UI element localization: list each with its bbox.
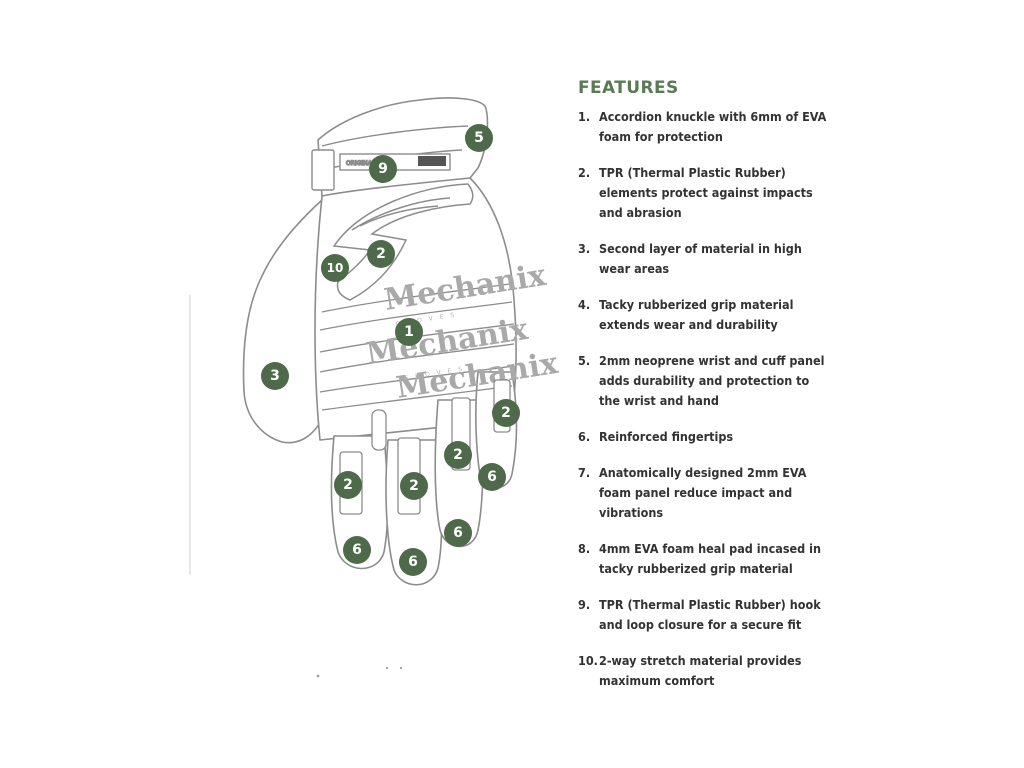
- feature-text: 2-way stretch material provides maximum …: [599, 653, 802, 688]
- features-list: 1. Accordion knuckle with 6mm of EVA foam…: [578, 107, 828, 691]
- feature-item-8: 8. 4mm EVA foam heal pad incased in tacky…: [578, 539, 828, 579]
- callout-2-middle: 2: [444, 441, 472, 469]
- svg-text:6: 6: [408, 554, 418, 570]
- callout-1: 1: [395, 318, 423, 346]
- feature-item-4: 4. Tacky rubberized grip material extends…: [578, 295, 828, 335]
- svg-text:2: 2: [409, 478, 419, 494]
- svg-text:3: 3: [270, 368, 280, 384]
- knuckle-ribs: [319, 283, 515, 411]
- feature-text: TPR (Thermal Plastic Rubber) hook and lo…: [599, 597, 821, 632]
- feature-number: 9.: [578, 597, 591, 612]
- callout-6-pinky: 6: [343, 536, 371, 564]
- feature-number: 1.: [578, 109, 591, 124]
- callout-6-middle: 6: [444, 519, 472, 547]
- feature-text: Reinforced fingertips: [599, 429, 734, 444]
- feature-item-7: 7. Anatomically designed 2mm EVA foam pan…: [578, 463, 828, 523]
- closure-label: ORIGINAL: [346, 160, 376, 167]
- svg-text:10: 10: [327, 261, 344, 275]
- feature-item-3: 3. Second layer of material in high wear …: [578, 239, 828, 279]
- feature-text: Tacky rubberized grip material extends w…: [599, 297, 794, 332]
- feature-number: 3.: [578, 241, 591, 256]
- features-panel: FEATURES 1. Accordion knuckle with 6mm of…: [578, 78, 828, 707]
- feature-text: 2mm neoprene wrist and cuff panel adds d…: [599, 353, 825, 408]
- stray-marks: [316, 666, 403, 678]
- svg-text:2: 2: [343, 477, 353, 493]
- feature-text: Second layer of material in high wear ar…: [599, 241, 802, 276]
- svg-text:2: 2: [376, 246, 386, 262]
- svg-text:6: 6: [352, 542, 362, 558]
- feature-item-10: 10.2-way stretch material provides maxim…: [578, 651, 828, 691]
- svg-text:2: 2: [501, 405, 511, 421]
- feature-number: 10.: [578, 653, 598, 668]
- callout-5: 5: [465, 124, 493, 152]
- feature-text: TPR (Thermal Plastic Rubber) elements pr…: [599, 165, 813, 220]
- callout-10: 10: [321, 254, 349, 282]
- svg-text:2: 2: [453, 447, 463, 463]
- callout-6-ring: 6: [478, 463, 506, 491]
- callout-2-ring: 2: [492, 399, 520, 427]
- feature-number: 4.: [578, 297, 591, 312]
- svg-text:6: 6: [487, 469, 497, 485]
- callout-2-index: 2: [400, 472, 428, 500]
- svg-text:1: 1: [404, 324, 414, 340]
- feature-text: 4mm EVA foam heal pad incased in tacky r…: [599, 541, 822, 576]
- svg-text:5: 5: [474, 130, 484, 146]
- knuckle-guard: [332, 183, 474, 301]
- feature-item-6: 6. Reinforced fingertips: [578, 427, 828, 447]
- feature-item-9: 9. TPR (Thermal Plastic Rubber) hook and …: [578, 595, 828, 635]
- feature-item-1: 1. Accordion knuckle with 6mm of EVA foam…: [578, 107, 828, 147]
- glove-diagram: ORIGINAL Mechanix Mechanix Mechanix GLOV…: [189, 97, 560, 678]
- callout-2-pinky: 2: [334, 471, 362, 499]
- callout-9: 9: [369, 155, 397, 183]
- callout-2-knuckle: 2: [367, 240, 395, 268]
- feature-item-2: 2. TPR (Thermal Plastic Rubber) elements …: [578, 163, 828, 223]
- feature-number: 7.: [578, 465, 591, 480]
- svg-text:9: 9: [378, 161, 388, 177]
- features-heading: FEATURES: [578, 78, 679, 98]
- feature-number: 8.: [578, 541, 591, 556]
- feature-number: 5.: [578, 353, 591, 368]
- callout-3: 3: [261, 362, 289, 390]
- feature-item-5: 5. 2mm neoprene wrist and cuff panel adds…: [578, 351, 828, 411]
- callout-6-index: 6: [399, 548, 427, 576]
- svg-text:6: 6: [453, 525, 463, 541]
- feature-text: Accordion knuckle with 6mm of EVA foam f…: [599, 109, 827, 144]
- feature-number: 6.: [578, 429, 591, 444]
- feature-text: Anatomically designed 2mm EVA foam panel…: [599, 465, 807, 520]
- feature-number: 2.: [578, 165, 591, 180]
